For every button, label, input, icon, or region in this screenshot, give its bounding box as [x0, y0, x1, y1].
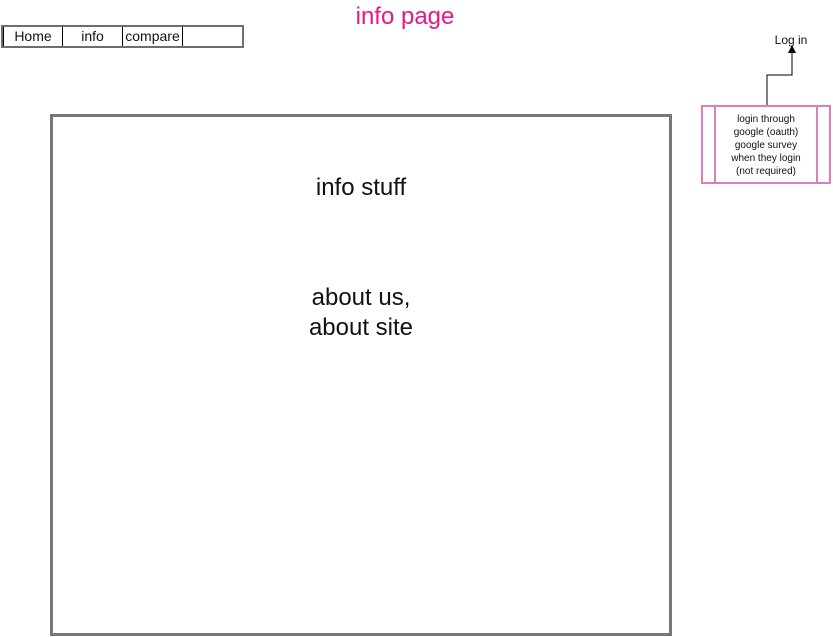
main-content-panel: info stuff about us, about site	[50, 114, 672, 636]
login-note-text: login through google (oauth) google surv…	[731, 114, 801, 177]
about-text: about us, about site	[308, 284, 414, 341]
arrowhead-icon	[788, 45, 796, 53]
nav-bar: Home info compare	[1, 25, 244, 48]
nav-item-home[interactable]: Home	[3, 27, 63, 46]
login-link[interactable]: Log in	[774, 33, 808, 47]
note-divider-left	[714, 107, 716, 182]
nav-item-info[interactable]: info	[63, 27, 123, 46]
login-note-box: login through google (oauth) google surv…	[701, 105, 831, 184]
page-title: info page	[355, 3, 455, 30]
nav-item-compare[interactable]: compare	[123, 27, 183, 46]
info-heading: info stuff	[315, 174, 407, 201]
connector-line	[766, 50, 793, 105]
note-divider-right	[816, 107, 818, 182]
